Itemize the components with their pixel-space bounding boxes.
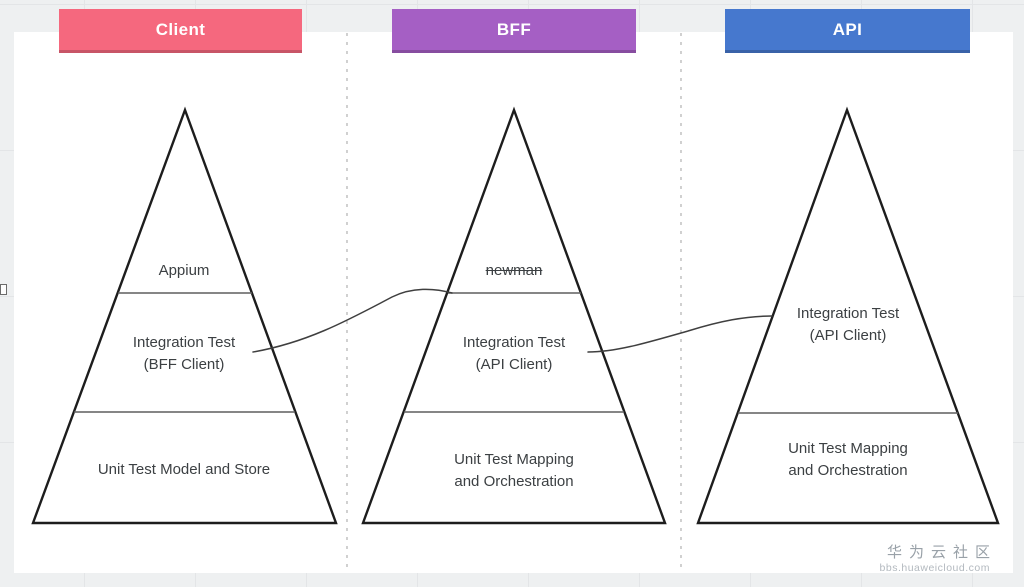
- api-level-bottom-label: Unit Test Mapping and Orchestration: [728, 438, 968, 482]
- api-level-bottom-line1: Unit Test Mapping: [788, 440, 908, 457]
- column-header-api[interactable]: API: [725, 9, 970, 53]
- bff-level-middle-label: Integration Test (API Client): [394, 332, 634, 376]
- column-header-client[interactable]: Client: [59, 9, 302, 53]
- client-level-middle-label: Integration Test (BFF Client): [64, 332, 304, 376]
- client-level-middle-line2: (BFF Client): [143, 356, 225, 373]
- column-header-bff[interactable]: BFF: [392, 9, 636, 53]
- api-level-middle-line1: Integration Test: [796, 305, 900, 322]
- connector-bff-to-api: [587, 315, 773, 353]
- api-level-middle-line2: (API Client): [809, 327, 887, 344]
- bff-level-middle-line1: Integration Test: [462, 334, 566, 351]
- bff-pyramid[interactable]: [361, 106, 667, 525]
- api-level-bottom-line2: and Orchestration: [788, 462, 908, 479]
- watermark-title: 华为云社区: [886, 544, 997, 561]
- client-level-bottom-line1: Unit Test Model and Store: [97, 461, 271, 478]
- bff-level-bottom-line2: and Orchestration: [454, 473, 574, 490]
- connector-client-to-bff: [252, 288, 453, 353]
- client-level-middle-line1: Integration Test: [132, 334, 236, 351]
- clipped-edge-shape: [0, 284, 7, 295]
- client-level-top-label: Appium: [64, 260, 304, 282]
- bff-level-bottom-line1: Unit Test Mapping: [454, 451, 574, 468]
- client-pyramid[interactable]: [31, 106, 338, 525]
- bff-level-bottom-label: Unit Test Mapping and Orchestration: [394, 449, 634, 493]
- bff-level-top-label: newman: [394, 260, 634, 282]
- bff-level-top-line1-strikethrough: newman: [485, 262, 543, 279]
- watermark-url: bbs.huaweicloud.com: [879, 562, 990, 574]
- bff-level-middle-line2: (API Client): [475, 356, 553, 373]
- watermark: 华为云社区 bbs.huaweicloud.com: [770, 544, 990, 574]
- api-level-middle-label: Integration Test (API Client): [728, 303, 968, 347]
- client-level-top-line1: Appium: [158, 262, 210, 279]
- client-level-bottom-label: Unit Test Model and Store: [64, 459, 304, 481]
